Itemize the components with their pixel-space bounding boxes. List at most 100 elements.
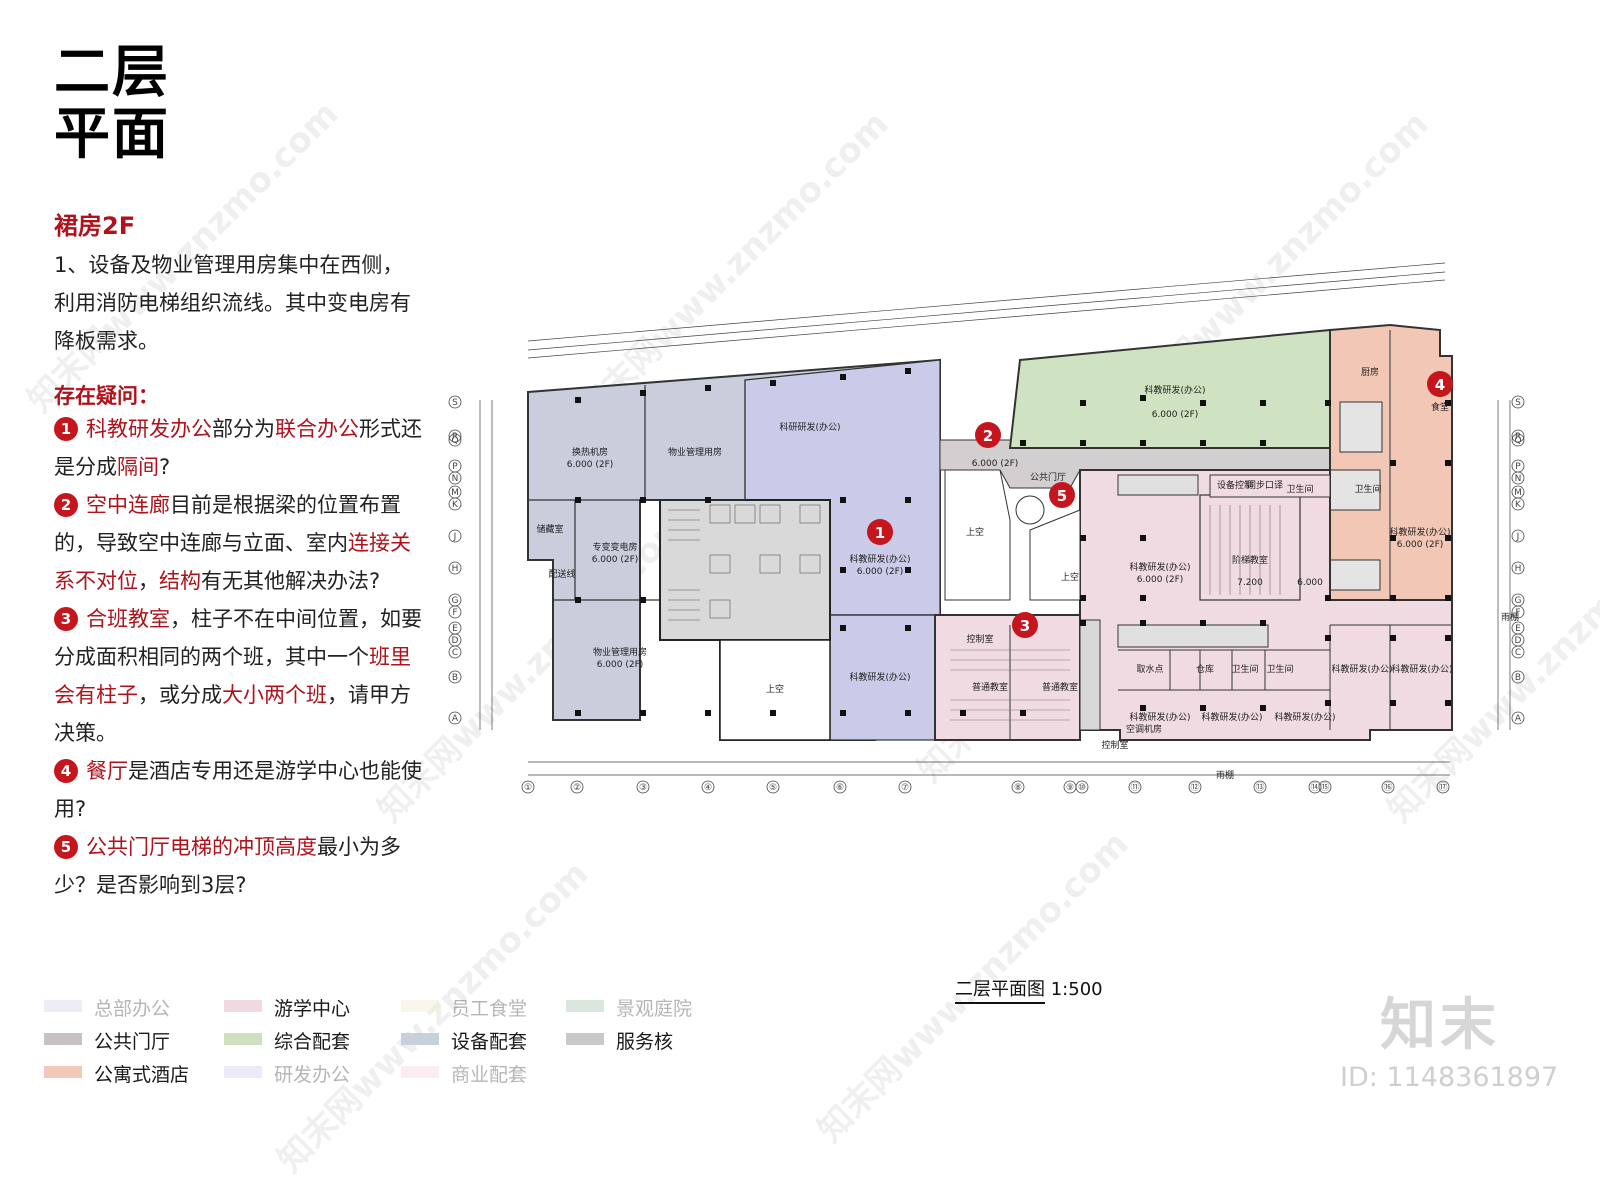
grid-axis-label: C [1515,648,1521,658]
grid-axis-label: A [1515,714,1522,724]
grid-axis-label: F [452,608,457,618]
room-label: 雨棚 [1501,611,1519,623]
room-label: 公共门厅 [1030,471,1066,483]
room-label: 科教研发(办公) [1129,561,1190,573]
grid-axis-label: E [1515,624,1521,634]
grid-axis-bubble [1511,485,1525,499]
room-label: 6.000 (2F) [1397,540,1444,550]
room-label: 上空 [1061,571,1079,583]
grid-axis-bubble [636,780,650,794]
legend-item: 公寓式酒店 [44,1060,244,1086]
legend-item: 景观庭院 [566,994,766,1020]
floor-plan: 换热机房 6.000 (2F) 物业管理用房 科研研发(办公) 储藏室 专变变电… [448,262,1525,794]
legend-swatch [224,1033,262,1045]
grid-axis-label: S [452,398,458,408]
grid-axis-bubble [1511,593,1525,607]
grid-axis-label: ⑫ [1190,782,1199,793]
grid-axis-bubble [1511,561,1525,575]
image-id: ID: 1148361897 [1340,1062,1559,1093]
questions-heading: 存在疑问： [54,384,159,408]
intro-text: 1、设备及物业管理用房集中在西侧，利用消防电梯组织流线。其中变电房有降板需求。 [54,253,411,353]
plan-markers: 1 2 3 4 5 [867,371,1453,638]
grid-axis-label: P [1515,462,1521,472]
grid-axis-label: D [452,636,459,646]
grid-axis-label: D [1515,636,1522,646]
room-label: 科教研发(办公) [1391,663,1452,675]
question-highlight: 联合办公 [275,417,359,441]
grid-axis-label: R [452,432,458,442]
room-label: 科教研发(办公) [849,553,910,565]
legend-swatch [224,1066,262,1078]
legend-label: 公共门厅 [94,1031,171,1053]
marker-3-label: 3 [1020,617,1030,635]
marker-1 [867,519,893,545]
question-number-badge: 1 [54,417,78,441]
question-text: ，柱子不在中间位置，如要分成面积相同的两个班，其中一个 [54,607,422,669]
room-label: 同步口译 [1247,480,1283,491]
grid-axis-bubble [1188,780,1202,794]
grid-axis-label: G [452,596,459,606]
legend-item: 商业配套 [401,1060,601,1086]
grid-axis-bubble [1128,780,1142,794]
legend-label: 商业配套 [451,1064,528,1086]
question-number-badge: 4 [54,759,78,783]
question-number-badge: 2 [54,493,78,517]
grid-axis-label: H [1515,564,1522,574]
grid-axis-bubble [1436,780,1450,794]
question-text: ? [159,455,171,479]
grid-axis-label: ⑭ [1310,782,1319,793]
grid-axis-bubble [448,485,462,499]
room-label: 普通教室 [1042,681,1078,693]
legend-item: 综合配套 [224,1027,424,1053]
room-label: 设备控制 [1217,479,1253,491]
room-label: 换热机房 [572,446,608,458]
grid-axis-bubble [898,780,912,794]
legend-label: 设备配套 [451,1031,528,1053]
grid-axis-label: F [1515,608,1520,618]
grid-axis-label: ④ [704,783,712,793]
marker-1-label: 1 [875,524,885,542]
room-label: 物业管理用房 [593,646,647,658]
room-label: 6.000 (2F) [857,567,904,577]
legend-item: 研发办公 [224,1060,424,1086]
legend-swatch [44,1000,82,1012]
grid-axis-bubble [448,529,462,543]
grid-axis-bubble [1308,780,1322,794]
question-highlight: 空中连廊 [86,493,170,517]
legend-swatch [401,1033,439,1045]
room-label: 科教研发(办公) [1201,711,1262,723]
grid-axis-label: ⑪ [1130,782,1139,793]
question-text: ， [138,569,159,593]
question-text: 部分为 [212,417,275,441]
legend-item: 游学中心 [224,994,424,1020]
room-label: 卫生间 [1266,663,1293,675]
legend-swatch [224,1000,262,1012]
grid-axis-bubble [1318,780,1332,794]
question-number-badge: 3 [54,607,78,631]
legend-swatch [44,1033,82,1045]
question-text: 形式还是分成 [54,417,422,479]
room-label: 7.200 [1237,578,1263,588]
question-highlight: 科教研发办公 [86,417,212,441]
grid-axis-bubble [1511,433,1525,447]
legend-label: 服务核 [616,1031,674,1053]
question-text: 有无其他解决办法? [201,569,381,593]
grid-axis-label: P [452,462,458,472]
grid-axis-label: ⑮ [1320,782,1329,793]
room-label: 物业管理用房 [668,446,722,458]
grid-axis-label: J [1516,532,1520,542]
grid-axis-bubble [448,593,462,607]
grid-axis-bubble [448,433,462,447]
grid-axis-label: A [452,714,459,724]
room-label: 取水点 [1136,663,1163,675]
legend-label: 综合配套 [274,1031,351,1053]
grid-axis-label: B [452,673,458,683]
legend-item: 公共门厅 [44,1027,244,1053]
grid-axis-label: G [1515,596,1522,606]
room-label: 卫生间 [1286,483,1313,495]
room-label: 控制室 [1101,739,1128,751]
grid-axis-label: M [451,488,459,498]
room-label: 储藏室 [536,523,563,535]
room-label: 卫生间 [1354,483,1381,495]
